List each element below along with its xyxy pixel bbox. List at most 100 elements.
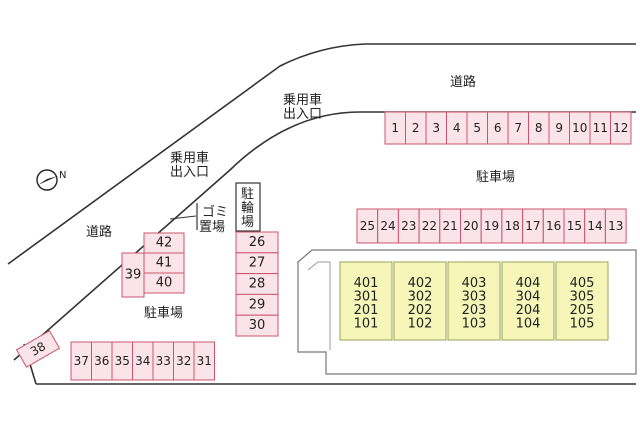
entrance-label-right-2: 出入口 — [283, 107, 322, 122]
bicycle-parking — [235, 182, 261, 232]
unit-number: 201 — [354, 303, 379, 318]
parking-slot-number: 22 — [422, 219, 437, 233]
parking-slot: 29 — [235, 293, 279, 316]
parking-slot: 37 — [70, 341, 92, 381]
parking-slot: 27 — [235, 252, 279, 275]
parking-slot-box — [604, 208, 627, 244]
parking-slot: 36 — [91, 341, 113, 381]
unit-number: 204 — [516, 303, 541, 318]
parking-slot-number: 9 — [555, 121, 563, 135]
parking-slot: 8 — [528, 111, 550, 145]
parking-slot: 33 — [152, 341, 174, 381]
parking-slot: 38 — [15, 330, 61, 368]
parking-slot: 2 — [405, 111, 427, 145]
unit-box — [501, 261, 555, 341]
parking-slot-number: 20 — [463, 219, 478, 233]
parking-slot-number: 29 — [249, 297, 266, 312]
road-label-top: 道路 — [450, 74, 476, 90]
parking-slot: 5 — [466, 111, 488, 145]
parking-slot-number: 27 — [249, 256, 266, 271]
parking-slot-number: 42 — [156, 236, 173, 251]
parking-slot-number: 35 — [115, 354, 130, 368]
unit-box — [447, 261, 501, 341]
parking-slot: 1 — [384, 111, 406, 145]
parking-slot-number: 3 — [432, 121, 440, 135]
road-label-left: 道路 — [86, 224, 112, 240]
parking-slot-number: 32 — [176, 354, 191, 368]
parking-slot-number: 19 — [484, 219, 499, 233]
parking-slot-number: 28 — [249, 277, 266, 292]
parking-slot-number: 23 — [401, 219, 416, 233]
bike-label-1: 駐 — [241, 187, 254, 202]
unit-number: 402 — [408, 276, 433, 291]
parking-label-right: 駐車場 — [476, 170, 515, 185]
parking-slot-box — [610, 111, 632, 145]
parking-slot: 41 — [143, 252, 185, 274]
unit-number: 203 — [462, 303, 487, 318]
unit-number: 101 — [354, 317, 379, 332]
parking-slot: 25 — [356, 208, 379, 244]
parking-label-left: 駐車場 — [144, 306, 183, 321]
parking-slot: 22 — [418, 208, 441, 244]
unit-number: 303 — [462, 290, 487, 305]
parking-slot-number: 21 — [443, 219, 458, 233]
parking-slot: 28 — [235, 273, 279, 295]
parking-slot: 11 — [589, 111, 611, 145]
parking-slot-number: 34 — [135, 354, 150, 368]
parking-slot-number: 30 — [249, 318, 266, 333]
parking-slot: 39 — [121, 252, 145, 298]
parking-slot-number: 24 — [380, 219, 395, 233]
entrance-label-left-2: 出入口 — [170, 165, 209, 180]
apartment-units: 4013012011014023022021024033032031034043… — [339, 261, 609, 341]
parking-slot-number: 10 — [572, 121, 587, 135]
parking-slot-number: 2 — [412, 121, 420, 135]
unit-number: 305 — [570, 290, 595, 305]
unit-box — [555, 261, 609, 341]
parking-slot: 20 — [460, 208, 482, 244]
bike-label-2: 輪 — [241, 200, 254, 216]
unit-number: 105 — [570, 317, 595, 332]
parking-slot-number: 38 — [28, 339, 48, 359]
parking-slot-number: 25 — [360, 219, 375, 233]
bike-label-3: 場 — [241, 215, 254, 230]
unit-box — [393, 261, 447, 341]
parking-slot-box — [235, 314, 279, 337]
parking-slot-number: 8 — [535, 121, 543, 135]
unit-number: 205 — [570, 303, 595, 318]
parking-slot-number: 41 — [156, 256, 173, 271]
parking-slot-number: 6 — [494, 121, 502, 135]
parking-slot: 21 — [439, 208, 461, 244]
road-inner-edge — [13, 111, 636, 361]
parking-slot-number: 11 — [593, 121, 608, 135]
parking-slot: 12 — [610, 111, 632, 145]
entrance-label-right-1: 乗用車 — [283, 93, 322, 108]
parking-slot: 32 — [173, 341, 195, 381]
parking-slot-number: 14 — [587, 219, 602, 233]
parking-slot-number: 15 — [567, 219, 582, 233]
parking-slot: 31 — [193, 341, 215, 381]
parking-slot: 18 — [501, 208, 524, 244]
parking-slot-number: 7 — [514, 121, 522, 135]
unit-number: 202 — [408, 303, 433, 318]
unit-number: 404 — [516, 276, 541, 291]
parking-slot-number: 12 — [613, 121, 628, 135]
parking-slot: 4 — [446, 111, 468, 145]
unit-number: 401 — [354, 276, 379, 291]
garbage-label-1: ゴミ — [202, 204, 228, 220]
parking-slot: 26 — [235, 231, 279, 254]
parking-slot: 6 — [487, 111, 509, 145]
parking-slot-number: 4 — [453, 121, 461, 135]
garbage-label-2: 置場 — [199, 220, 225, 235]
parking-slot: 16 — [542, 208, 565, 244]
garbage-pointer — [169, 215, 197, 220]
parking-slot: 7 — [507, 111, 529, 145]
unit-number: 302 — [408, 290, 433, 305]
